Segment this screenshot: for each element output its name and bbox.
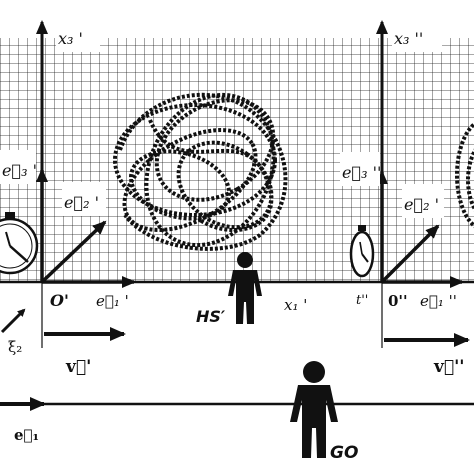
velocity-prime-label: v⃗' <box>65 357 91 377</box>
axis-x3-prime-label: x₃ ' <box>58 29 83 48</box>
basis-e1-double-prime-label: e⃗₁ '' <box>420 292 457 310</box>
basis-e2-prime-label: e⃗₂ ' <box>64 193 99 212</box>
label-bg-x3 <box>56 22 100 52</box>
basis-e2-prime-arrow <box>40 220 107 284</box>
label-bg-e2 <box>62 182 106 216</box>
axis-x1-prime-label: x₁ ' <box>284 296 307 314</box>
grid-mesh <box>0 38 474 282</box>
basis-e3-prime-label: e⃗₃ ' <box>2 161 37 180</box>
xi-arrow <box>0 308 26 334</box>
basis-e2-double-prime-label: e⃗₂ ' <box>404 195 439 214</box>
clock-prime-icon <box>0 212 39 275</box>
label-bg-e3pp <box>340 152 380 186</box>
tangle-left <box>113 92 288 251</box>
origin-double-prime-label: 0'' <box>388 292 408 310</box>
xi-label: ξ₂ <box>8 338 22 356</box>
observer-hs-prime-icon <box>228 252 262 324</box>
axis-x3-double-prime-label: x₃ '' <box>394 29 423 48</box>
origin-prime-label: O' <box>50 291 69 310</box>
time-double-prime-label: t'' <box>356 293 368 308</box>
observer-hs-prime-label: HS′ <box>196 307 226 326</box>
basis-e1-prime-label: e⃗₁ ' <box>96 292 129 310</box>
clock-double-prime-icon <box>349 225 375 278</box>
label-bg-x3pp <box>392 22 442 52</box>
observer-go-label: GO <box>330 443 358 463</box>
label-bg-e3 <box>0 150 36 184</box>
label-bg-e2pp <box>402 184 444 218</box>
ground-basis-label: e⃗₁ <box>14 426 39 444</box>
observer-go-icon <box>290 361 338 458</box>
velocity-double-prime-label: v⃗'' <box>433 357 465 377</box>
basis-e3-double-prime-label: e⃗₃ '' <box>342 163 381 182</box>
basis-e2-double-prime-arrow <box>380 224 440 284</box>
